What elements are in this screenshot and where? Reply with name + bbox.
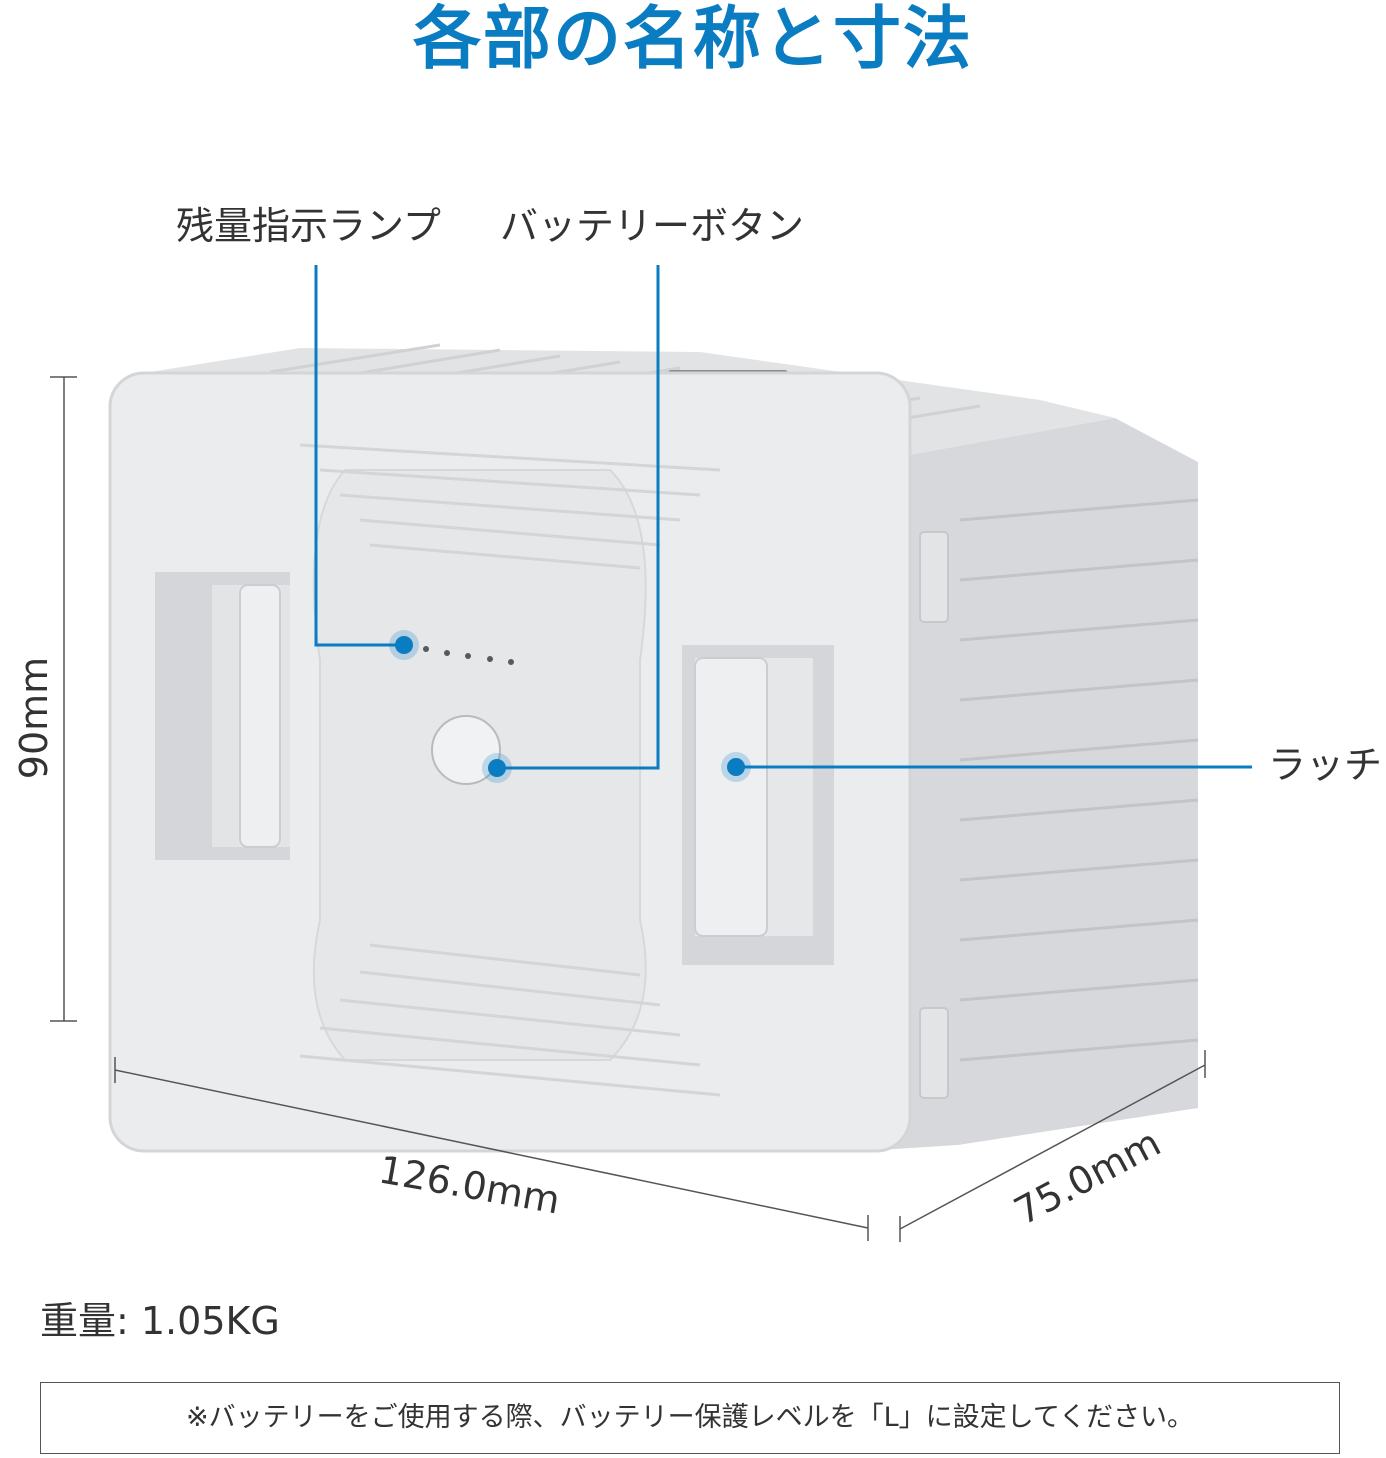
height-dimension: 90mm — [12, 656, 57, 780]
side-clip-top — [919, 531, 949, 623]
left-latch — [239, 584, 281, 848]
right-latch — [694, 657, 768, 937]
callout-dots — [389, 630, 751, 783]
battery-front-face — [108, 371, 912, 1153]
battery-button-label: バッテリーボタン — [500, 204, 805, 248]
usage-note: ※バッテリーをご使用する際、バッテリー保護レベルを「L」に設定してください。 — [40, 1382, 1340, 1454]
callout-lines — [314, 265, 1252, 770]
page-title: 各部の名称と寸法 — [412, 0, 973, 79]
battery-side-face — [880, 418, 1199, 1150]
side-clip-bottom — [919, 1007, 949, 1099]
indicator-lamp-label: 残量指示ランプ — [176, 204, 441, 248]
battery-button — [431, 715, 501, 785]
indicator-dots — [423, 646, 514, 665]
weight-text: 重量: 1.05KG — [40, 1299, 280, 1343]
dimension-lines — [50, 376, 1206, 1242]
latch-label: ラッチ — [1268, 743, 1383, 787]
